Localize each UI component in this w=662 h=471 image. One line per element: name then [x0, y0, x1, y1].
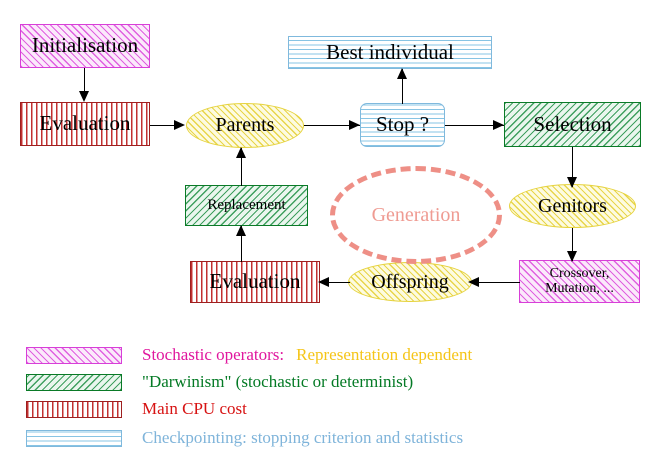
- node-selection-label: Selection: [533, 111, 612, 136]
- edge-genitors-crossover-arrow: [567, 251, 577, 262]
- node-genitors-label: Genitors: [538, 194, 607, 217]
- legend-row-checkpointing: Checkpointing: stopping criterion and st…: [26, 427, 463, 449]
- node-evaluation-bottom-label: Evaluation: [209, 269, 301, 294]
- node-stop-label: Stop ?: [375, 112, 430, 137]
- edge-evaluation-parents-arrow: [174, 119, 185, 130]
- node-parents[interactable]: Parents: [186, 103, 304, 148]
- edge-initialisation-evaluation-line: [84, 68, 86, 94]
- node-crossover-line1: Crossover,: [549, 265, 610, 281]
- edge-initialisation-evaluation-arrow: [79, 91, 89, 102]
- legend-swatch-blue-horizontal-hatch-icon: [26, 429, 122, 447]
- node-initialisation-label: Initialisation: [31, 33, 139, 58]
- legend-swatch-red-vertical-hatch-icon: [26, 400, 122, 418]
- node-initialisation[interactable]: Initialisation: [20, 24, 150, 68]
- legend-label-checkpointing: Checkpointing: stopping criterion and st…: [142, 428, 464, 447]
- node-selection[interactable]: Selection: [504, 102, 641, 147]
- legend-label-stochastic-operators: Stochastic operators:: [142, 345, 285, 364]
- node-offspring-label: Offspring: [371, 270, 449, 293]
- node-evaluation-bottom[interactable]: Evaluation: [190, 261, 320, 303]
- node-genitors[interactable]: Genitors: [509, 184, 636, 228]
- legend-swatch-green-diagonal-hatch-icon: [26, 373, 122, 391]
- node-offspring[interactable]: Offspring: [348, 262, 472, 302]
- edge-evaluation-parents-line: [150, 125, 180, 127]
- node-best-individual[interactable]: Best individual: [288, 36, 492, 69]
- node-evaluation-top-label: Evaluation: [39, 111, 131, 136]
- legend-row-stochastic-operators: Stochastic operators: Representation dep…: [26, 344, 472, 366]
- edge-evaluation-replacement-line: [241, 226, 243, 262]
- legend-row-main-cpu-cost: Main CPU cost: [26, 398, 247, 420]
- edge-crossover-offspring-arrow: [468, 276, 479, 287]
- edge-offspring-evaluation-arrow: [318, 276, 329, 287]
- legend-row-darwinism: "Darwinism" (stochastic or determinist): [26, 371, 413, 393]
- legend-swatch-magenta-diagonal-hatch-icon: [26, 346, 122, 364]
- legend-label-darwinism: "Darwinism" (stochastic or determinist): [142, 372, 414, 391]
- legend-label-main-cpu-cost: Main CPU cost: [142, 399, 247, 418]
- edge-selection-genitors-line: [572, 147, 574, 187]
- legend-label-representation-dependent: Representation dependent: [296, 345, 473, 364]
- edge-parents-stop-line: [304, 125, 360, 127]
- node-generation-label: Generation: [371, 203, 461, 226]
- node-crossover-mutation[interactable]: Crossover, Mutation, ...: [519, 260, 640, 303]
- edge-selection-genitors-arrow: [567, 177, 577, 188]
- edge-parents-stop-arrow: [349, 119, 360, 130]
- edge-crossover-offspring-line: [472, 282, 520, 284]
- edge-stop-best-arrow: [397, 68, 407, 79]
- edge-replacement-parents-line: [241, 148, 243, 186]
- node-stop[interactable]: Stop ?: [360, 103, 445, 147]
- edge-stop-selection-line: [445, 125, 504, 127]
- edge-offspring-evaluation-line: [320, 282, 350, 284]
- node-parents-label: Parents: [215, 114, 275, 137]
- edge-evaluation-replacement-arrow: [236, 225, 246, 236]
- edge-replacement-parents-arrow: [236, 147, 246, 158]
- node-generation-loop: Generation: [330, 166, 502, 264]
- node-crossover-line2: Mutation, ...: [545, 280, 614, 296]
- edge-stop-best-line: [402, 69, 404, 104]
- node-best-individual-label: Best individual: [326, 39, 454, 64]
- node-evaluation-top[interactable]: Evaluation: [20, 102, 150, 146]
- edge-genitors-crossover-line: [572, 228, 574, 261]
- node-replacement[interactable]: Replacement: [185, 185, 308, 226]
- edge-stop-selection-arrow: [493, 119, 504, 130]
- node-replacement-label: Replacement: [207, 196, 286, 213]
